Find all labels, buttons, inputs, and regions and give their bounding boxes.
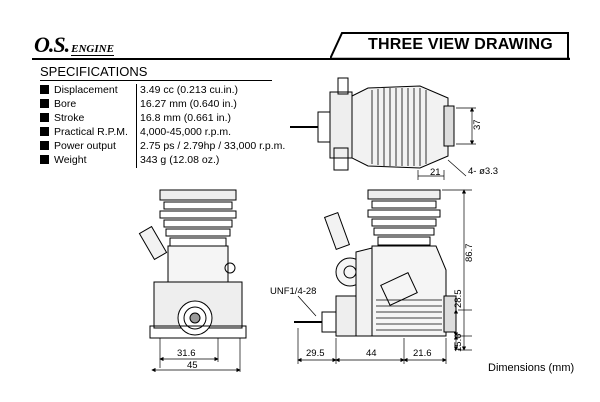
spec-row: Stroke 16.8 mm (0.661 in.) bbox=[40, 112, 286, 126]
bullet-icon bbox=[40, 113, 49, 122]
dim-side-base-height: 15.6 bbox=[453, 334, 464, 353]
spec-rule bbox=[40, 80, 272, 81]
bullet-icon bbox=[40, 85, 49, 94]
dim-side-mount-height: 28.5 bbox=[453, 290, 464, 309]
spec-label: Bore bbox=[54, 98, 77, 110]
spec-label: Displacement bbox=[54, 84, 118, 96]
spec-row: Weight 343 g (12.08 oz.) bbox=[40, 154, 286, 168]
side-view-dimensions bbox=[297, 189, 472, 364]
top-view-drawing bbox=[290, 77, 455, 171]
logo-sub: ENGINE bbox=[71, 43, 114, 56]
spec-value: 343 g (12.08 oz.) bbox=[136, 154, 286, 168]
spec-label: Stroke bbox=[54, 112, 85, 124]
spec-value: 4,000-45,000 r.p.m. bbox=[136, 126, 286, 140]
specifications-heading: SPECIFICATIONS bbox=[40, 64, 148, 79]
dim-side-thread: UNF1/4-28 bbox=[270, 286, 316, 297]
dim-front-inner-width: 31.6 bbox=[177, 348, 196, 359]
bullet-icon bbox=[40, 99, 49, 108]
dim-mount-holes: 4- ø3.3 bbox=[468, 166, 498, 177]
bullet-icon bbox=[40, 141, 49, 150]
dim-top-height: 37 bbox=[472, 119, 483, 130]
dim-side-mid-length: 44 bbox=[366, 348, 377, 359]
spec-row: Power output 2.75 ps / 2.79hp / 33,000 r.… bbox=[40, 140, 286, 154]
bullet-icon bbox=[40, 155, 49, 164]
front-view-dimensions bbox=[151, 338, 241, 373]
spec-value: 16.27 mm (0.640 in.) bbox=[136, 98, 286, 112]
top-view-dimensions bbox=[417, 107, 476, 180]
spec-label: Weight bbox=[54, 154, 87, 166]
bullet-icon bbox=[40, 127, 49, 136]
page-title: THREE VIEW DRAWING bbox=[368, 36, 553, 53]
spec-row: Displacement 3.49 cc (0.213 cu.in.) bbox=[40, 84, 286, 98]
title-banner bbox=[330, 32, 570, 60]
spec-label: Power output bbox=[54, 140, 116, 152]
dim-side-total-height: 86.7 bbox=[464, 244, 475, 263]
spec-label: Practical R.P.M. bbox=[54, 126, 128, 138]
spec-row: Practical R.P.M. 4,000-45,000 r.p.m. bbox=[40, 126, 286, 140]
spec-value: 2.75 ps / 2.79hp / 33,000 r.p.m. bbox=[136, 140, 286, 154]
dim-side-front-length: 29.5 bbox=[306, 348, 325, 359]
front-view-drawing bbox=[138, 189, 247, 339]
dim-side-rear-length: 21.6 bbox=[413, 348, 432, 359]
spec-value: 16.8 mm (0.661 in.) bbox=[136, 112, 286, 126]
spec-row: Bore 16.27 mm (0.640 in.) bbox=[40, 98, 286, 112]
side-view-drawing bbox=[294, 189, 457, 337]
dim-top-width: 21 bbox=[430, 167, 441, 178]
dimensions-caption: Dimensions (mm) bbox=[488, 362, 575, 374]
logo-main: O.S. bbox=[34, 32, 70, 57]
specifications-table: Displacement 3.49 cc (0.213 cu.in.) Bore 1… bbox=[40, 84, 286, 168]
spec-value: 3.49 cc (0.213 cu.in.) bbox=[136, 84, 286, 98]
os-engine-logo: O.S.ENGINE bbox=[34, 32, 114, 58]
header-rule bbox=[32, 58, 332, 60]
dim-front-outer-width: 45 bbox=[187, 360, 198, 371]
